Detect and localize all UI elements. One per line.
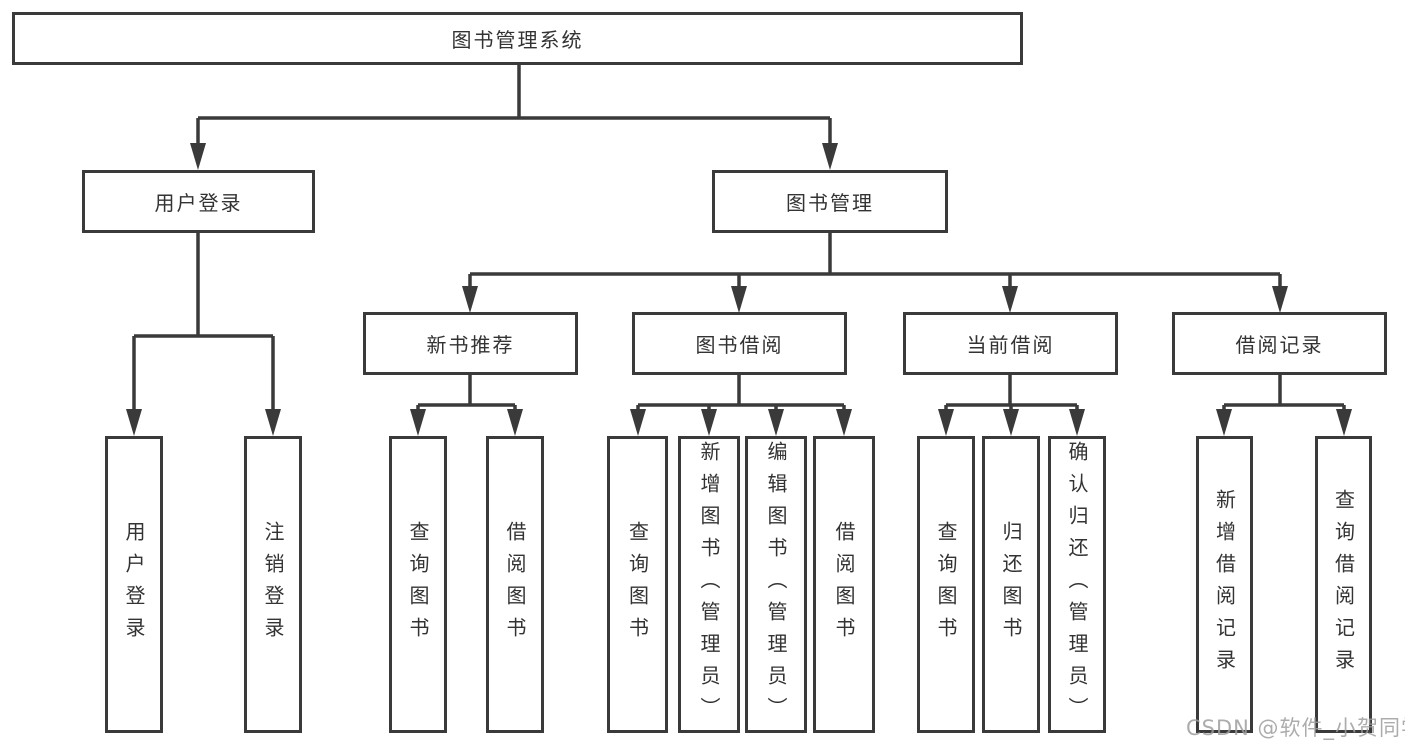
node-new-book-recommend: 新书推荐 [363, 312, 578, 375]
node-user-login: 用户登录 [82, 170, 315, 233]
leaf-query-books-borrow: 查询图书 [607, 436, 668, 733]
node-borrow-records: 借阅记录 [1172, 312, 1387, 375]
leaf-logout: 注销登录 [244, 436, 302, 733]
leaf-user-login: 用户登录 [105, 436, 163, 733]
leaf-confirm-return-admin: 确认归还（管理员） [1048, 436, 1106, 733]
node-root-library-system: 图书管理系统 [12, 12, 1023, 65]
arrowheads [126, 143, 1352, 436]
node-book-management: 图书管理 [712, 170, 948, 233]
leaf-borrow-books-recommend: 借阅图书 [486, 436, 544, 733]
node-book-borrow: 图书借阅 [632, 312, 847, 375]
node-current-borrow: 当前借阅 [903, 312, 1118, 375]
csdn-watermark: CSDN @软件_小贺同学 [1186, 716, 1405, 740]
leaf-borrow-books: 借阅图书 [813, 436, 875, 733]
leaf-add-book-admin: 新增图书（管理员） [678, 436, 740, 733]
leaf-query-borrow-record: 查询借阅记录 [1315, 436, 1372, 733]
leaf-query-books-recommend: 查询图书 [389, 436, 447, 733]
leaf-return-books: 归还图书 [982, 436, 1040, 733]
leaf-add-borrow-record: 新增借阅记录 [1196, 436, 1253, 733]
leaf-edit-book-admin: 编辑图书（管理员） [745, 436, 807, 733]
leaf-query-books-current: 查询图书 [917, 436, 975, 733]
